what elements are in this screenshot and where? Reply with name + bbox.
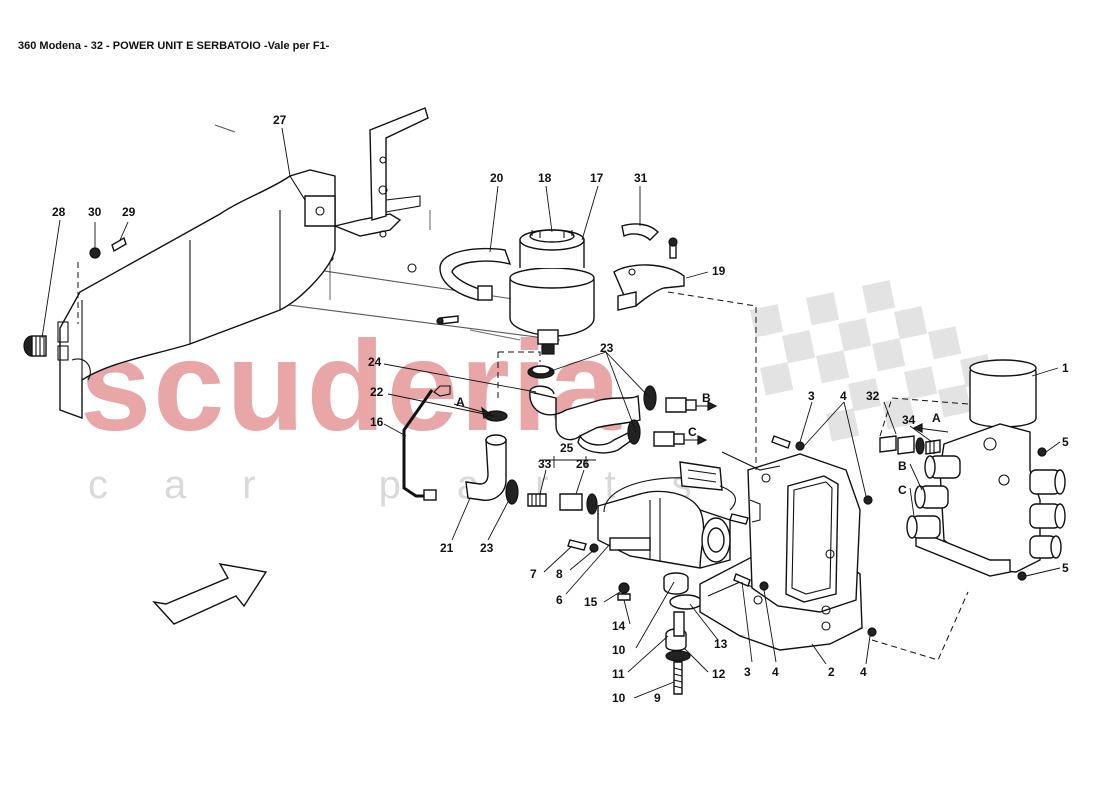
callout-24: 24 xyxy=(368,355,382,369)
callout-3-upper: 3 xyxy=(808,389,815,403)
small-fasteners xyxy=(567,539,631,601)
port-label-c-left: C xyxy=(688,425,697,439)
callout-11: 11 xyxy=(612,667,625,681)
callout-16: 16 xyxy=(370,415,384,429)
callout-19: 19 xyxy=(712,264,726,278)
callout-13: 13 xyxy=(714,637,728,651)
callout-10-lower: 10 xyxy=(612,691,626,705)
callout-27: 27 xyxy=(273,113,287,127)
callout-1: 1 xyxy=(1062,361,1069,375)
callout-7: 7 xyxy=(530,567,537,581)
callout-4-lower: 4 xyxy=(772,665,779,679)
callout-23-upper: 23 xyxy=(600,341,614,355)
return-hose xyxy=(465,434,519,505)
callout-34: 34 xyxy=(902,413,916,427)
callout-15: 15 xyxy=(584,595,598,609)
reservoir-strap-clamp xyxy=(436,247,512,325)
callout-5-lower: 5 xyxy=(1062,561,1069,575)
callout-14: 14 xyxy=(612,619,626,633)
callout-18: 18 xyxy=(538,171,552,185)
callout-8: 8 xyxy=(556,567,563,581)
callout-32: 32 xyxy=(866,389,880,403)
connection-lines xyxy=(497,291,969,661)
callout-23-lower: 23 xyxy=(480,541,494,555)
valve-mounting-plate xyxy=(721,451,861,615)
callout-29: 29 xyxy=(122,205,136,219)
callout-9: 9 xyxy=(654,691,661,705)
grommet-plug xyxy=(23,335,47,357)
callout-25: 25 xyxy=(560,441,574,455)
callout-4-right: 4 xyxy=(860,665,867,679)
port-label-c-right: C xyxy=(898,483,907,497)
callout-22: 22 xyxy=(370,385,384,399)
supply-hoses xyxy=(527,365,697,454)
callout-20: 20 xyxy=(490,171,504,185)
rigid-pipe xyxy=(402,385,508,501)
banjo-fitting xyxy=(527,493,598,515)
callout-3-lower: 3 xyxy=(744,665,751,679)
nut-and-bolt xyxy=(77,236,127,324)
valve-block-fittings xyxy=(879,435,941,455)
plate-bolts xyxy=(729,435,877,637)
callout-17: 17 xyxy=(590,171,604,185)
callout-21: 21 xyxy=(440,541,454,555)
callout-33: 33 xyxy=(538,457,552,471)
callout-28: 28 xyxy=(52,205,66,219)
callout-31: 31 xyxy=(634,171,648,185)
port-label-a-left: A xyxy=(456,395,465,409)
accumulator-valve-block xyxy=(906,359,1066,581)
callout-5-upper: 5 xyxy=(1062,435,1069,449)
watermark: scuderia car parts xyxy=(80,280,994,507)
port-label-b-right: B xyxy=(898,459,907,473)
reservoir-clamp-halves xyxy=(613,223,685,311)
port-arrows xyxy=(453,401,949,445)
callout-10-upper: 10 xyxy=(612,643,626,657)
callout-26: 26 xyxy=(576,457,590,471)
page-title: 360 Modena - 32 - POWER UNIT E SERBATOIO… xyxy=(18,40,330,52)
callout-12: 12 xyxy=(712,667,726,681)
callout-4-upper: 4 xyxy=(840,389,847,403)
port-label-b-left: B xyxy=(702,391,711,405)
direction-arrow-icon xyxy=(152,563,268,625)
callout-30: 30 xyxy=(88,205,102,219)
fluid-reservoir xyxy=(509,229,595,355)
mount-stack xyxy=(663,572,703,695)
leader-lines xyxy=(41,127,1061,699)
callout-2: 2 xyxy=(828,665,835,679)
pump-motor xyxy=(597,461,736,569)
heat-shield-panel xyxy=(57,107,429,419)
solenoid-valves xyxy=(906,455,1066,559)
checkered-flag-watermark xyxy=(749,280,994,442)
port-letter-labels: A B C A B C xyxy=(456,391,941,497)
callout-6: 6 xyxy=(556,593,563,607)
callout-labels: 27 28 30 29 20 18 17 31 19 23 24 22 16 2… xyxy=(52,113,1069,705)
port-label-a-right: A xyxy=(932,411,941,425)
vehicle-frame-context xyxy=(214,124,561,341)
